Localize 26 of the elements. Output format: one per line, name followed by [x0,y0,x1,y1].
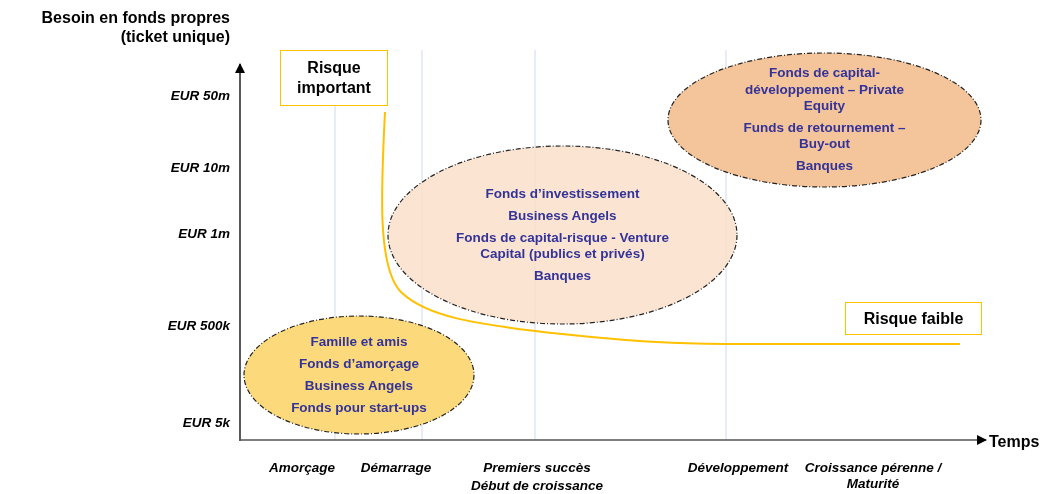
axis-title: Besoin en fonds propres (ticket unique) [40,8,230,47]
funding-source-text: Fonds d’investissement [485,185,640,202]
y-tick-label: EUR 500k [167,318,230,335]
funding-source-text: Banques [534,268,591,285]
funding-source-text: Business Angels [304,378,414,395]
funding-source-text: Fonds pour start-ups [291,400,427,417]
funding-source-text: Fonds d’amorçage [299,355,419,372]
risk-curve [381,111,961,345]
risk-label: Risque faible [863,308,964,329]
funding-source-text: Funds de retournement – Buy-out [742,120,907,153]
funding-source-text: Fonds de capital-développement – Private Equity [743,65,906,114]
stage-label: Croissance pérenne / Maturité [803,460,944,493]
y-tick-label: EUR 1m [178,226,230,243]
stage-label: Premiers succès [482,460,592,477]
stage-label: Début de croissance [469,478,604,494]
funding-source-text: Fonds de capital-risque - Venture Capital (publics et privés) [454,229,670,263]
funding-source-text: Famille et amis [310,333,408,350]
risk-label-box [280,50,388,106]
funding-source-text: Business Angels [508,207,617,224]
risk-label-box [845,302,982,335]
risk-label: Risque important [296,58,372,98]
y-tick-label: EUR 10m [170,160,230,177]
y-tick-label: EUR 50m [170,88,230,105]
funding-source-text: Banques [796,158,853,175]
y-tick-label: EUR 5k [182,415,230,432]
axis-title: Temps [989,432,1040,452]
